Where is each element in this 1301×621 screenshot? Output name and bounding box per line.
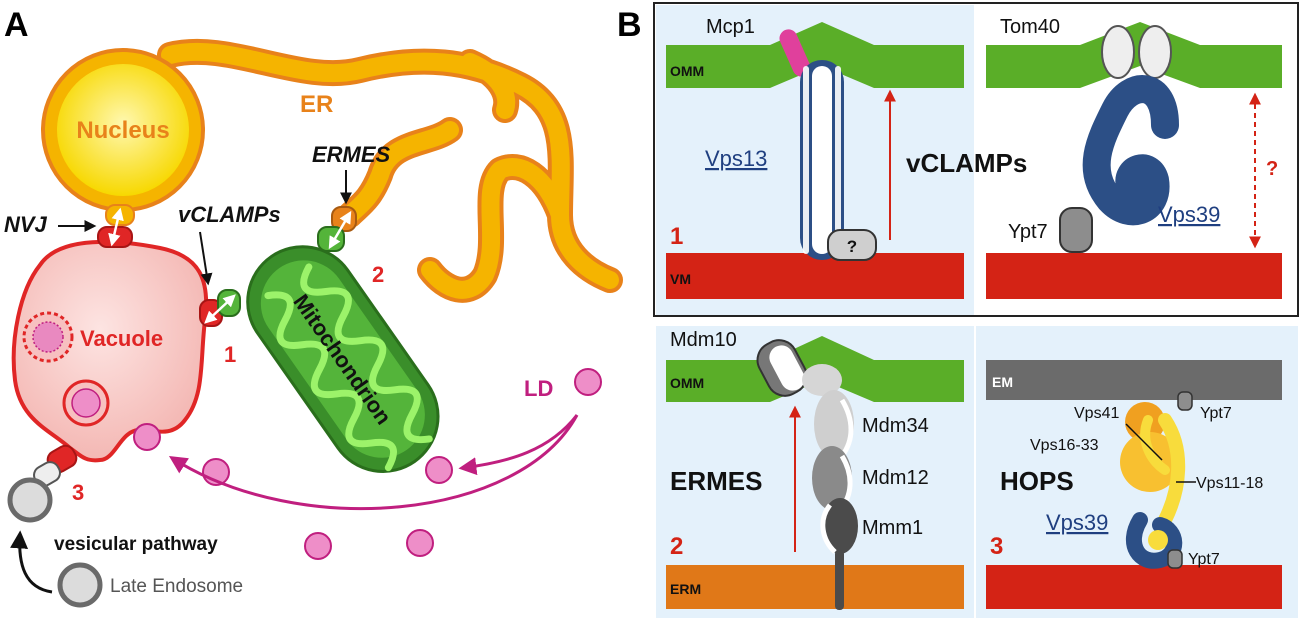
- er-network: [157, 38, 623, 303]
- vps13-protein: [800, 60, 844, 260]
- er-label: ER: [300, 91, 333, 118]
- num1-b: 1: [670, 223, 683, 250]
- nvj-label: NVJ: [4, 212, 48, 237]
- vm-label: VM: [670, 271, 691, 287]
- q-sub2: ?: [1266, 158, 1278, 180]
- q-sub1: ?: [847, 237, 857, 256]
- hops-label: HOPS: [1000, 466, 1074, 496]
- vps16-33-label: Vps16-33: [1030, 437, 1099, 454]
- subpanel-hops: EM Vps41 Ypt7 Vps16-33 Vps11-18 HOPS Vps…: [976, 326, 1298, 618]
- subpanel-ermes: OMM ERM Mdm10 Mdm34 Mdm12 Mmm1 E: [656, 326, 974, 618]
- ermes-label-b: ERMES: [670, 466, 762, 496]
- vesicular-contact: [7, 444, 78, 523]
- tom40-label: Tom40: [1000, 16, 1060, 38]
- vps13-label: Vps13: [705, 146, 767, 171]
- ld-label: LD: [524, 376, 553, 401]
- late-endosome-label: Late Endosome: [110, 576, 243, 597]
- subpanel-vps13: OMM VM Mcp1 ? Vps13 vCLAMPs 1: [656, 5, 1027, 315]
- omm-label-1: OMM: [670, 63, 704, 79]
- ypt7-label-sub2: Ypt7: [1008, 221, 1048, 243]
- vclamps-contact: [199, 289, 241, 327]
- hops-complex: [1120, 391, 1193, 569]
- panel-a: A Nucleus ER Vacuole: [4, 6, 623, 608]
- ermes-contact-a: [317, 206, 357, 252]
- ypt7-bottom-label: Ypt7: [1188, 551, 1220, 568]
- vps39-label-sub4: Vps39: [1046, 510, 1108, 535]
- mcp1-label: Mcp1: [706, 16, 755, 38]
- ermes-label-a: ERMES: [312, 142, 391, 167]
- lipid-droplets: [133, 368, 602, 560]
- vps16-33-leader: [1125, 423, 1163, 461]
- num3-b: 3: [990, 533, 1003, 560]
- vesicular-pathway-label: vesicular pathway: [54, 534, 218, 555]
- subpanel-vps39: Tom40 Ypt7 Vps39 ?: [986, 16, 1282, 299]
- mcp1-protein: [779, 29, 811, 77]
- vps11-18-label: Vps11-18: [1196, 475, 1263, 492]
- ld-arrow-long: [168, 414, 579, 511]
- vclamps-label-a: vCLAMPs: [178, 202, 281, 227]
- vesicular-arrow: [10, 530, 53, 594]
- num1-a: 1: [224, 342, 236, 367]
- em-label: EM: [992, 374, 1013, 390]
- omm-label-3: OMM: [670, 375, 704, 391]
- nucleus: Nucleus: [41, 48, 205, 212]
- erm-label: ERM: [670, 581, 701, 597]
- ld-arrow-short: [458, 414, 579, 476]
- num3-a: 3: [72, 480, 84, 505]
- mdm10-label: Mdm10: [670, 329, 737, 351]
- vps39-protein-sub2: [1082, 75, 1179, 226]
- ermes-complex: [802, 364, 858, 610]
- mdm34-label: Mdm34: [862, 415, 929, 437]
- panel-b-letter: B: [617, 6, 642, 44]
- panel-b: B OMM VM Mcp1 ? Vps13 vCLAMPs 1: [617, 2, 1299, 618]
- vps41-label: Vps41: [1074, 405, 1119, 422]
- mmm1-label: Mmm1: [862, 517, 923, 539]
- late-endosome: [57, 562, 103, 608]
- tom40-protein: [1101, 25, 1172, 79]
- vclamps-arrow-a: [199, 231, 213, 286]
- panel-a-letter: A: [4, 6, 29, 44]
- num2-b: 2: [670, 533, 683, 560]
- vps39-label-sub2: Vps39: [1158, 202, 1220, 227]
- vacuole: Vacuole: [11, 239, 209, 463]
- nucleus-label: Nucleus: [76, 117, 169, 144]
- vclamps-label-b: vCLAMPs: [906, 148, 1027, 178]
- mdm12-label: Mdm12: [862, 467, 929, 489]
- nvj-contact: [97, 204, 135, 248]
- num2-a: 2: [372, 262, 384, 287]
- vacuole-label: Vacuole: [80, 326, 163, 351]
- ypt7-top-label: Ypt7: [1200, 405, 1232, 422]
- mdm10-protein: [756, 339, 808, 397]
